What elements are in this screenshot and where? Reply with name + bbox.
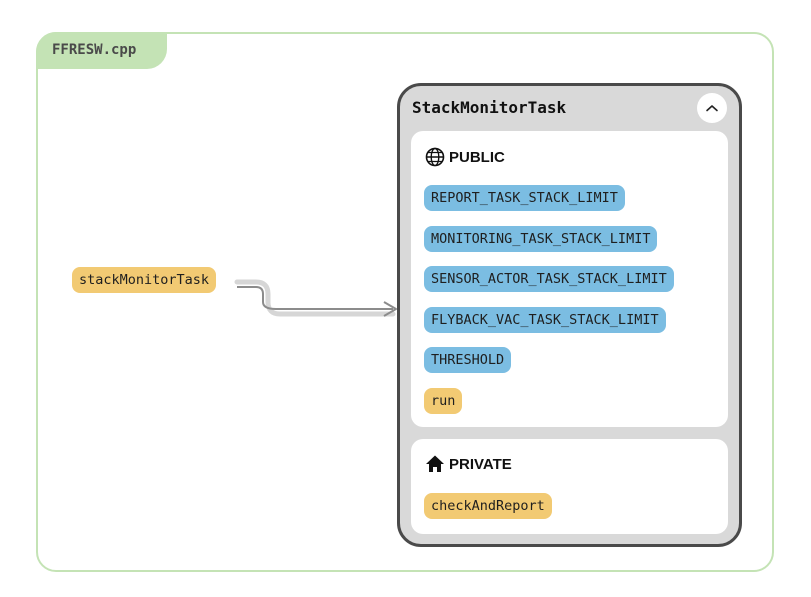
member-check-and-report[interactable]: checkAndReport [424, 493, 552, 519]
globe-icon [425, 147, 445, 167]
file-panel: FFRESW.cpp [36, 32, 774, 572]
file-tab[interactable]: FFRESW.cpp [36, 32, 167, 69]
public-section: PUBLIC REPORT_TASK_STACK_LIMIT MONITORIN… [411, 131, 728, 427]
member-threshold[interactable]: THRESHOLD [424, 347, 512, 373]
private-label: PRIVATE [449, 455, 512, 473]
public-header: PUBLIC [425, 147, 505, 167]
private-header: PRIVATE [425, 454, 512, 474]
member-sensor-actor-task-stack-limit[interactable]: SENSOR_ACTOR_TASK_STACK_LIMIT [424, 266, 674, 292]
member-flyback-vac-task-stack-limit[interactable]: FLYBACK_VAC_TASK_STACK_LIMIT [424, 307, 666, 333]
class-title: StackMonitorTask [412, 98, 567, 117]
public-label: PUBLIC [449, 148, 505, 166]
member-report-task-stack-limit[interactable]: REPORT_TASK_STACK_LIMIT [424, 185, 625, 211]
home-icon [426, 455, 444, 472]
member-run[interactable]: run [424, 388, 463, 414]
member-monitoring-task-stack-limit[interactable]: MONITORING_TASK_STACK_LIMIT [424, 226, 658, 252]
private-section: PRIVATE checkAndReport [411, 439, 728, 534]
external-function-node[interactable]: stackMonitorTask [72, 267, 217, 293]
chevron-up-icon [706, 105, 718, 112]
class-card: StackMonitorTask PUBLIC REPORT_TASK_STAC… [397, 83, 742, 547]
collapse-button[interactable] [697, 93, 727, 123]
